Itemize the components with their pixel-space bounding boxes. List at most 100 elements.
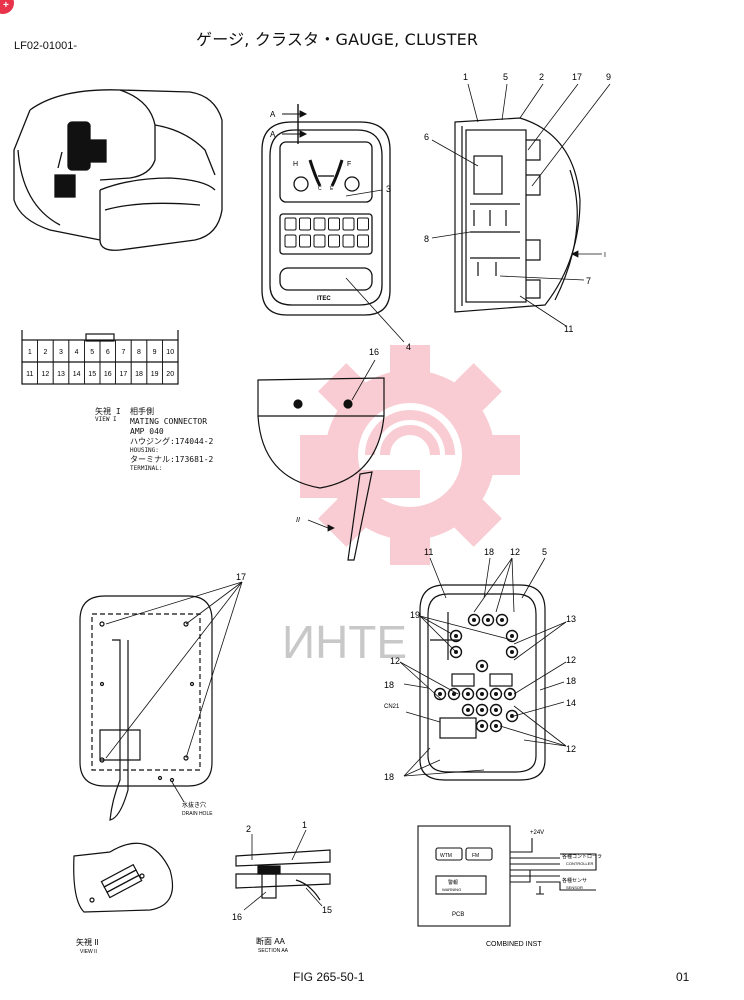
pcb-led [475, 719, 489, 733]
pcb-led-core [480, 708, 484, 712]
mating-side-label: 相手側 [130, 407, 154, 416]
pcb-led-core [438, 692, 442, 696]
connector-pin-number: 18 [135, 371, 143, 378]
sensor-en: SENSOR [566, 885, 583, 890]
pcb-led [503, 687, 517, 701]
warning-en: WARNING [442, 887, 461, 892]
cluster-side-view [454, 117, 581, 313]
pcb-led [447, 687, 461, 701]
callout-2-section: 2 [246, 824, 251, 834]
pcb-led-core [480, 724, 484, 728]
connector-pin-number: 1 [28, 349, 32, 356]
terminal-label: ターミナル:173681-2 [130, 455, 214, 464]
callout-2-side: 2 [539, 72, 544, 82]
callout-13-pcb: 13 [566, 614, 576, 624]
pcb-led-core [500, 618, 504, 622]
cluster-button [284, 217, 297, 231]
pcb-led-core [510, 634, 514, 638]
pcb-led [489, 719, 503, 733]
cluster-button [313, 234, 326, 248]
pcb-rear-view [419, 584, 546, 781]
pcb-led-core [494, 708, 498, 712]
connector-pin-number: 16 [104, 371, 112, 378]
cluster-rear-view [79, 595, 213, 821]
connector-pin-number: 8 [137, 349, 141, 356]
callout-15-section: 15 [322, 905, 332, 915]
pcb-led [461, 703, 475, 717]
combined-inst-schematic [417, 825, 597, 927]
pcb-led-core [508, 692, 512, 696]
connector-pin-number: 11 [26, 371, 33, 378]
callout-4: 4 [406, 342, 411, 352]
cluster-button [313, 217, 326, 231]
callout-14-pcb: 14 [566, 698, 576, 708]
pcb-led [495, 613, 509, 627]
callout-16-leader [307, 359, 376, 532]
arrow-a-upper: A [270, 110, 276, 119]
machine-cab-illustration [13, 89, 223, 251]
page-number: 01 [676, 970, 690, 984]
connector-pin-number: 12 [42, 371, 50, 378]
connector-pin-number: 7 [121, 349, 125, 356]
pcb-led-core [486, 618, 490, 622]
pcb-led [475, 659, 489, 673]
cluster-button [328, 234, 340, 248]
brand-logo: ITEC [317, 296, 331, 302]
callout-12-pcb-left: 12 [390, 656, 400, 666]
view-ii-en: VIEW II [80, 949, 97, 955]
sensor-jp: 各種センサ [562, 877, 587, 884]
rear-leaders [105, 581, 243, 803]
callout-3: 3 [386, 184, 391, 194]
pcb-led [489, 703, 503, 717]
pcb-led [449, 645, 463, 659]
pcb-led [449, 629, 463, 643]
cluster-button [328, 217, 340, 231]
callout-16-section: 16 [232, 912, 242, 922]
pcb-led-core [510, 714, 514, 718]
cluster-button [357, 217, 369, 231]
arrow-ii-label: II [296, 517, 300, 524]
pcb-led-core [466, 692, 470, 696]
cn21-label: CN21 [384, 704, 400, 710]
warning-jp: 警報 [448, 879, 458, 886]
connector-pin-number: 9 [153, 349, 157, 356]
pcb-led [489, 687, 503, 701]
pcb-led [475, 703, 489, 717]
front-leaders [345, 189, 405, 343]
callout-8-side: 8 [424, 234, 429, 244]
callout-11-pcb: 11 [424, 547, 433, 557]
callout-17-side: 17 [572, 72, 582, 82]
side-leaders [431, 83, 611, 327]
section-aa-drawing [235, 849, 331, 901]
arrow-i-label: I [604, 252, 606, 259]
callout-18-pcb-top: 18 [484, 547, 494, 557]
callout-18-pcb-right: 18 [566, 676, 576, 686]
cluster-button [299, 234, 311, 248]
callout-12-pcb-bottom: 12 [566, 744, 576, 754]
pcb-led-core [494, 692, 498, 696]
callout-6-side: 6 [424, 132, 429, 142]
connector-pin-number: 5 [90, 349, 94, 356]
connector-pin-number: 13 [57, 371, 65, 378]
controller-en: CONTROLLER [566, 861, 593, 866]
cluster-front-view [261, 121, 391, 316]
view-i-sub: VIEW I [95, 416, 117, 423]
corner-badge: + [0, 0, 14, 14]
view-i-label: 矢視 I [95, 407, 121, 416]
cluster-button [342, 217, 355, 231]
pcb-led [505, 709, 519, 723]
pcb-led-core [510, 650, 514, 654]
pcb-led [475, 687, 489, 701]
pcb-led-core [494, 724, 498, 728]
watermark-text: ИНТЕ [282, 616, 407, 668]
volt-label: +24V [530, 830, 544, 836]
pcb-led [433, 687, 447, 701]
view-ii-label: 矢視 II [76, 937, 99, 947]
callout-1-side: 1 [463, 72, 468, 82]
combined-inst-label: COMBINED INST [486, 941, 542, 948]
gauge-f-label: F [347, 161, 351, 168]
pcb-led [505, 629, 519, 643]
callout-1-section: 1 [302, 820, 307, 830]
callout-17-rear: 17 [236, 572, 246, 582]
cluster-button [342, 234, 355, 248]
